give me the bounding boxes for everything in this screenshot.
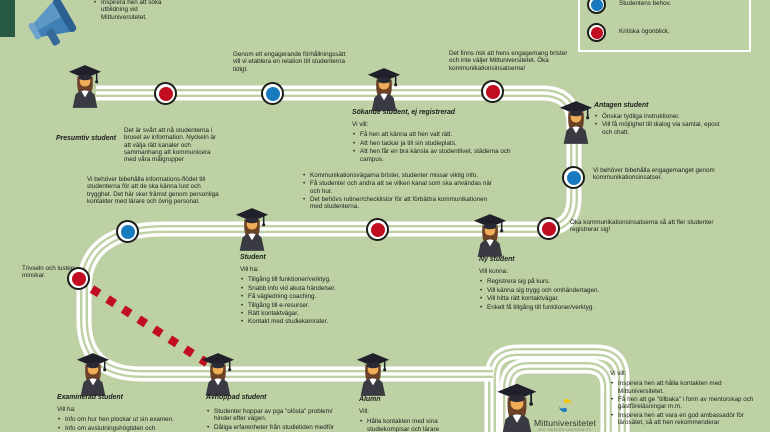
dropout-dashed-path [89, 285, 210, 367]
logo-name: Mittuniversitetet [534, 418, 596, 428]
student-icon [233, 206, 271, 252]
note-keep-info-flow: Vi behöver bibehålla informations-flödet… [87, 176, 219, 206]
logo-tagline: MID SWEDEN UNIVERSITY [538, 428, 592, 432]
legend-red-dot [587, 23, 606, 42]
examinerad-student-block: Examinerad student Vill ha: Info om hur … [57, 394, 207, 432]
note-engaging-relation: Genom ett engagerande förhållningssätt v… [233, 51, 346, 73]
note-increase-registration: Öka kommunikationsinsatserna så att fler… [570, 219, 714, 234]
critical-moment-dot [154, 82, 177, 105]
legend-label-critical: Kritiska ögonblick. [619, 28, 670, 35]
mittuniversitetet-logo: Mittuniversitetet MID SWEDEN UNIVERSITY [530, 398, 600, 432]
alumn-icon [354, 352, 392, 396]
stage-intro: Vill ha: [240, 266, 259, 274]
presumtiv-student-label: Presumtiv student [55, 135, 117, 142]
student-block: Student Vill ha: Tillgång till funktione… [240, 254, 358, 327]
note-hard-to-reach: Det är svårt att nå studenterna i bruset… [124, 127, 217, 164]
legend-blue-dot [587, 0, 606, 14]
corner-block [0, 0, 15, 37]
note-risk-engagement: Det finns risk att hens engagemang brist… [449, 50, 568, 72]
megaphone-icon [28, 0, 77, 46]
stage-intro: Vill kunna: [479, 268, 508, 276]
student-need-dot [562, 166, 585, 189]
legend-label-needs: Studentens behov. [619, 0, 672, 7]
critical-moment-dot [537, 217, 560, 240]
avhoppad-student-block: Avhoppad student Studenter hoppar av pga… [206, 394, 346, 432]
examinerad-student-icon [74, 352, 112, 396]
stage-title: Antagen student [594, 102, 649, 109]
stage-intro: Vi vill: [352, 121, 369, 129]
sokande-student-block: Sökande student, ej registrerad Vi vill:… [352, 109, 524, 164]
critical-moment-dot [67, 267, 90, 290]
stage-title: Avhoppad student [206, 394, 267, 401]
stage-intro: Vill: [359, 408, 370, 416]
antagen-student-icon [557, 100, 595, 144]
stage-title: Student [240, 254, 266, 261]
critical-moment-dot [366, 218, 389, 241]
note-keep-engagement: Vi behöver bibehålla engagemanget genom … [593, 167, 715, 182]
presumtiv-student-icon [66, 64, 104, 108]
alumn-block: Alumn Vill: Hålla kontakten med sina stu… [359, 396, 477, 432]
stage-title: Examinerad student [57, 394, 123, 401]
antagen-student-block: Antagen student Önskar tydliga instrukti… [594, 102, 720, 137]
stage-intro: Vill ha: [57, 406, 76, 414]
stage-title: Ny student [479, 256, 515, 263]
intro-note: Inspirera hen att söka utbildning vid Mi… [93, 0, 185, 22]
critical-moment-dot [481, 80, 504, 103]
journey-loop [484, 344, 630, 432]
ny-student-block: Ny student Vill kunna: Registrera sig på… [479, 256, 644, 312]
note-comm-issues: Kommunikationsvägarna brister, studenter… [302, 172, 494, 212]
note-wellbeing-decreases: Trivseln och lusten minskar. [22, 265, 75, 280]
stage-intro: Vi vill: [610, 370, 627, 377]
student-need-dot [261, 82, 284, 105]
framtida-alumn-block: Vi vill: Inspirera hen att hålla kontakt… [610, 370, 768, 428]
mittuniversitetet-logo-icon [558, 398, 572, 413]
stage-title: Alumn [359, 396, 381, 403]
legend: Studentens behov. Kritiska ögonblick. [578, 0, 751, 52]
stage-title: Sökande student, ej registrerad [352, 109, 456, 116]
sokande-student-icon [365, 67, 403, 111]
ny-student-icon [471, 212, 509, 258]
student-need-dot [116, 220, 139, 243]
avhoppad-student-icon [199, 352, 237, 396]
